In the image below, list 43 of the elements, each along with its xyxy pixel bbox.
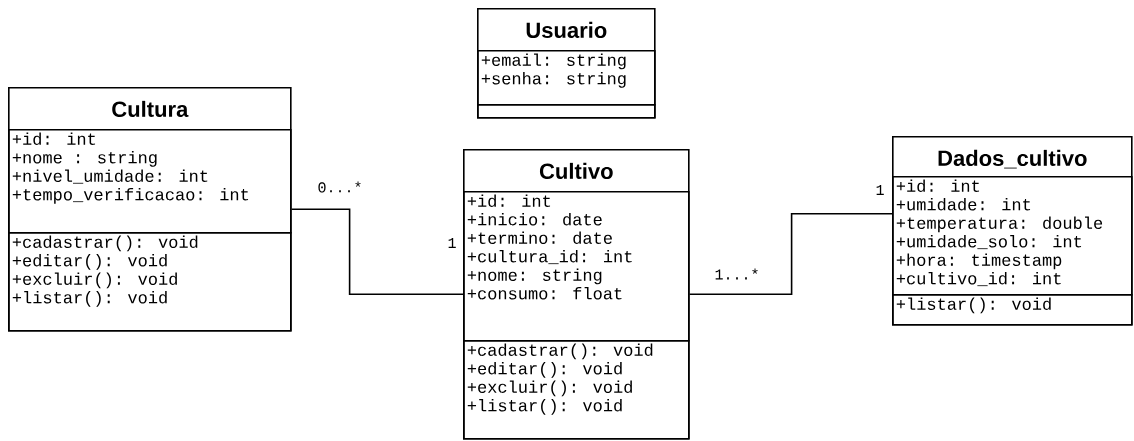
method-text: +listar(): void: [896, 297, 1051, 314]
attribute-text: +nome : string: [12, 151, 157, 167]
association-line: [688, 213, 893, 296]
class-name: Cultura: [112, 100, 189, 117]
attribute-text: +email: string: [481, 53, 626, 70]
class-name: Usuario: [526, 21, 607, 38]
attribute-text: +senha: string: [481, 72, 626, 88]
method-text: +listar(): void: [467, 399, 622, 415]
multiplicity-label: 1...*: [715, 268, 758, 280]
attribute-text: +tempo_verificacao: int: [12, 188, 249, 204]
attribute-compartment: [892, 176, 1133, 296]
method-compartment: [463, 340, 690, 440]
method-text: +cadastrar(): void: [467, 343, 653, 360]
attribute-text: +temperatura: double: [896, 216, 1103, 233]
method-text: +excluir(): void: [12, 272, 177, 289]
attribute-text: +id: int: [896, 179, 980, 192]
method-text: +editar(): void: [467, 362, 622, 378]
method-text: +editar(): void: [12, 254, 167, 270]
attribute-text: +hora: timestamp: [896, 253, 1062, 270]
class-name: Dados_cultivo: [938, 149, 1087, 169]
class-name: Cultivo: [539, 162, 613, 179]
attribute-compartment: [8, 129, 292, 234]
attribute-text: +umidade_solo: int: [896, 235, 1082, 250]
attribute-text: +nivel_umidade: int: [12, 169, 208, 184]
method-text: +cadastrar(): void: [12, 235, 198, 252]
attribute-text: +termino: date: [467, 231, 612, 244]
attribute-text: +consumo: float: [467, 287, 622, 300]
compartment: [477, 104, 656, 119]
method-text: +listar(): void: [12, 291, 167, 307]
method-text: +excluir(): void: [467, 380, 632, 397]
attribute-compartment: [477, 50, 656, 106]
attribute-text: +id: int: [12, 132, 96, 145]
attribute-text: +cultura_id: int: [467, 250, 632, 265]
attribute-text: +nome: string: [467, 268, 602, 285]
attribute-text: +id: int: [467, 194, 551, 207]
attribute-text: +cultivo_id: int: [896, 272, 1061, 287]
attribute-text: +inicio: date: [467, 213, 602, 226]
method-compartment: [892, 294, 1133, 326]
method-compartment: [8, 232, 292, 332]
attribute-text: +umidade: int: [896, 198, 1031, 211]
multiplicity-label: 0...*: [318, 181, 361, 193]
association-line: [290, 208, 464, 296]
attribute-compartment: [463, 191, 690, 342]
